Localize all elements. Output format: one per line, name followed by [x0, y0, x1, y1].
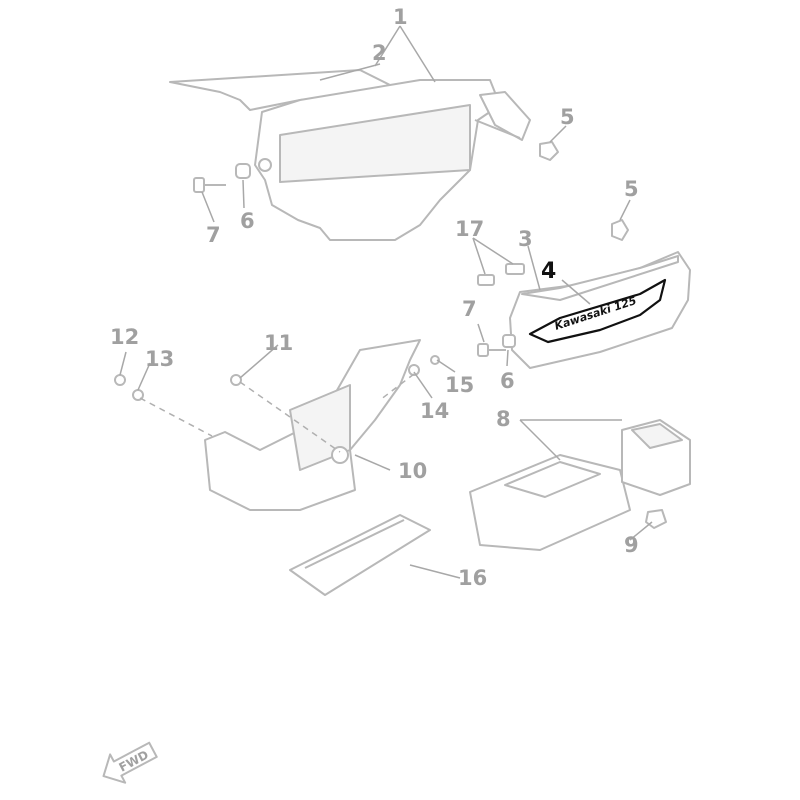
- fwd-arrow-icon: FWD: [102, 741, 158, 784]
- bolt-right: [477, 334, 516, 357]
- leader-lines: [119, 25, 653, 579]
- side-cover-upper: [169, 69, 531, 241]
- callout-10: 10: [398, 459, 427, 483]
- callout-16: 16: [458, 566, 487, 590]
- callout-11: 11: [264, 331, 293, 355]
- tray-16: [289, 514, 431, 596]
- battery-bracket: [204, 339, 421, 511]
- callout-8: 8: [496, 407, 511, 431]
- callout-17: 17: [455, 217, 484, 241]
- nut-right: [611, 219, 629, 241]
- nut-upper: [539, 141, 559, 161]
- callout-4: 4: [541, 259, 556, 284]
- callout-1: 1: [393, 5, 408, 29]
- callout-5-upper: 5: [560, 105, 575, 129]
- callout-5-right: 5: [624, 177, 639, 201]
- callout-15: 15: [445, 373, 474, 397]
- dashed-guides: [139, 373, 415, 453]
- callout-3: 3: [518, 227, 533, 251]
- callout-6-upper: 6: [240, 209, 255, 233]
- callout-7-upper: 7: [206, 223, 221, 247]
- callout-9: 9: [624, 533, 639, 557]
- callout-labels: 1 2 5 7 6 5 17 3 4 7 6 8 9 10 11 12 13 1…: [110, 5, 639, 590]
- grommets-17: [477, 263, 525, 286]
- toolbox: [469, 419, 691, 551]
- grommet-upper: [235, 163, 251, 179]
- callout-6-right: 6: [500, 369, 515, 393]
- callout-12: 12: [110, 325, 139, 349]
- callout-2: 2: [372, 41, 387, 65]
- callout-13: 13: [145, 347, 174, 371]
- callout-7-right: 7: [462, 297, 477, 321]
- callout-14: 14: [420, 399, 449, 423]
- bolt-upper: [193, 177, 226, 193]
